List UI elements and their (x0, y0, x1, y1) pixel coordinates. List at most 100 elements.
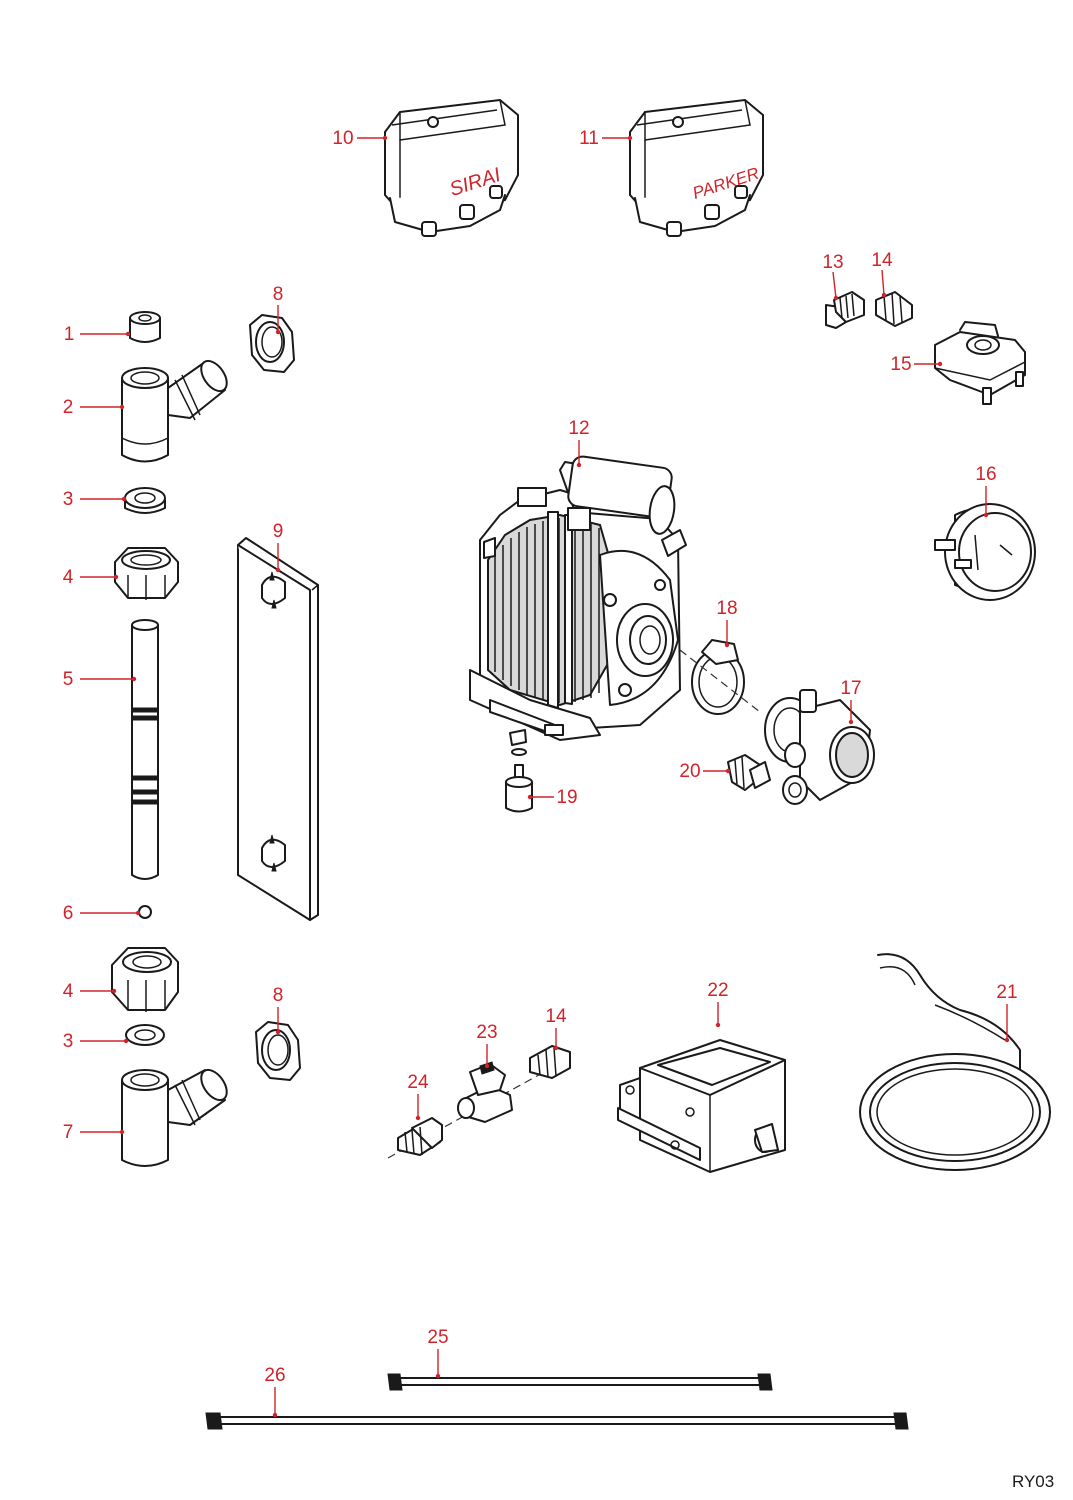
callout-1: 1 (64, 324, 131, 345)
callout-number: 1 (64, 324, 75, 345)
leader-arrowhead (1004, 1037, 1010, 1043)
callout-number: 23 (476, 1022, 497, 1043)
callout-24: 24 (407, 1072, 429, 1121)
seal-ring-top (124, 487, 166, 514)
callout-number: 14 (545, 1006, 567, 1027)
callout-9: 9 (273, 521, 283, 573)
callout-number: 10 (332, 128, 353, 149)
callout-23: 23 (476, 1022, 498, 1069)
leader-arrowhead (275, 567, 281, 573)
flexible-hose-short (387, 1373, 773, 1391)
leader-arrowhead (715, 1022, 721, 1028)
callout-number: 18 (716, 598, 737, 619)
lock-nut-bottom (255, 1021, 301, 1081)
callout-number: 5 (63, 669, 74, 690)
leader-line (881, 269, 885, 296)
callout-26: 26 (264, 1365, 286, 1418)
callout-number: 7 (63, 1122, 74, 1143)
leader-arrowhead (724, 642, 730, 648)
callout-number: 8 (273, 985, 284, 1006)
callout-number: 25 (427, 1327, 448, 1348)
straight-connector-bottom (529, 1045, 571, 1079)
callout-number: 17 (840, 678, 861, 699)
straight-connector-top (875, 291, 913, 327)
leader-arrowhead (275, 329, 281, 335)
leader-arrowhead (833, 295, 839, 301)
leader-arrowhead (881, 292, 887, 298)
leader-arrowhead (848, 719, 854, 725)
flexible-hose-long (205, 1412, 909, 1430)
callout-4b: 4 (63, 981, 117, 1002)
check-valve (457, 1061, 513, 1123)
callout-number: 12 (568, 418, 589, 439)
small-cap-nut (129, 311, 161, 343)
callout-20: 20 (679, 761, 731, 782)
leader-arrowhead (111, 988, 117, 994)
leader-arrowhead (121, 496, 127, 502)
callout-number: 4 (63, 567, 74, 588)
callout-11: 11 (579, 128, 633, 149)
pressure-switch-parker: PARKER (629, 99, 764, 237)
pressure-switch-sirai: SIRAI (384, 99, 519, 237)
callout-12: 12 (568, 418, 590, 468)
callout-6: 6 (63, 903, 141, 924)
callout-3b: 3 (63, 1031, 129, 1052)
tee-fitting-top (121, 359, 228, 463)
lock-nut-top (249, 314, 295, 373)
leader-line (832, 271, 837, 299)
leader-arrowhead (553, 1045, 559, 1051)
leader-arrowhead (484, 1063, 490, 1069)
rubber-foot (505, 729, 533, 813)
sight-glass-tube (131, 619, 159, 880)
callout-10: 10 (332, 128, 388, 149)
callout-number: 15 (890, 354, 911, 375)
callout-number: 3 (63, 1031, 74, 1052)
callout-18: 18 (716, 598, 738, 648)
seal-ring-bottom (125, 1024, 165, 1046)
callout-5: 5 (63, 669, 137, 690)
leader-arrowhead (119, 1129, 125, 1135)
callout-25: 25 (427, 1327, 449, 1379)
callout-4a: 4 (63, 567, 119, 588)
elbow-fitting-small (825, 291, 865, 329)
callout-number: 26 (264, 1365, 285, 1386)
hose-clamp (691, 639, 745, 715)
leader-arrowhead (135, 910, 141, 916)
coiled-hose (859, 953, 1051, 1171)
compression-connector (397, 1117, 443, 1156)
leader-arrowhead (937, 361, 943, 367)
pressure-gauge (934, 503, 1036, 601)
leader-arrowhead (627, 135, 633, 141)
leader-arrowhead (415, 1115, 421, 1121)
leader-arrowhead (123, 1038, 129, 1044)
callout-8a: 8 (273, 284, 283, 335)
hex-nut-bottom (111, 947, 179, 1012)
callout-19: 19 (527, 787, 578, 808)
leader-arrowhead (113, 574, 119, 580)
callout-14a: 14 (871, 250, 893, 298)
callout-15: 15 (890, 354, 943, 375)
hex-nut-top (114, 547, 179, 600)
callout-number: 13 (822, 252, 843, 273)
leader-arrowhead (527, 794, 533, 800)
leader-arrowhead (272, 1412, 278, 1418)
callout-number: 19 (556, 787, 577, 808)
leader-arrowhead (119, 404, 125, 410)
callout-number: 2 (63, 397, 74, 418)
callout-number: 6 (63, 903, 74, 924)
callout-number: 24 (407, 1072, 429, 1093)
callout-22: 22 (707, 980, 729, 1028)
callout-16: 16 (975, 464, 997, 518)
callout-number: 3 (63, 489, 74, 510)
callout-number: 16 (975, 464, 996, 485)
leader-arrowhead (382, 135, 388, 141)
tee-fitting-bottom (121, 1068, 228, 1167)
callout-3a: 3 (63, 489, 127, 510)
assembly-axis-pump (679, 649, 761, 713)
leader-arrowhead (725, 768, 731, 774)
callout-21: 21 (996, 982, 1018, 1043)
callout-number: 21 (996, 982, 1017, 1003)
callout-17: 17 (840, 678, 862, 725)
